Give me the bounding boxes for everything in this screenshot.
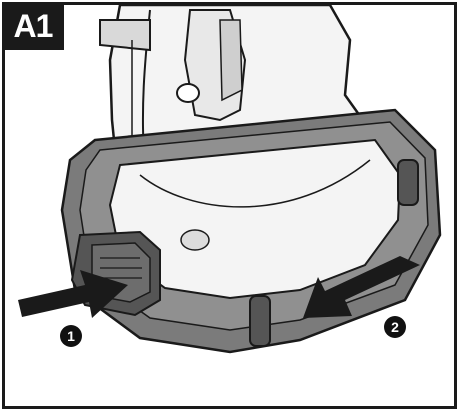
slide-arrow-icon <box>303 256 420 318</box>
figure-label: A1 <box>2 2 64 50</box>
step-1-badge: 1 <box>60 325 82 347</box>
figure-frame <box>2 2 457 409</box>
step-2-badge: 2 <box>384 316 406 338</box>
push-arrow-icon <box>18 270 128 318</box>
